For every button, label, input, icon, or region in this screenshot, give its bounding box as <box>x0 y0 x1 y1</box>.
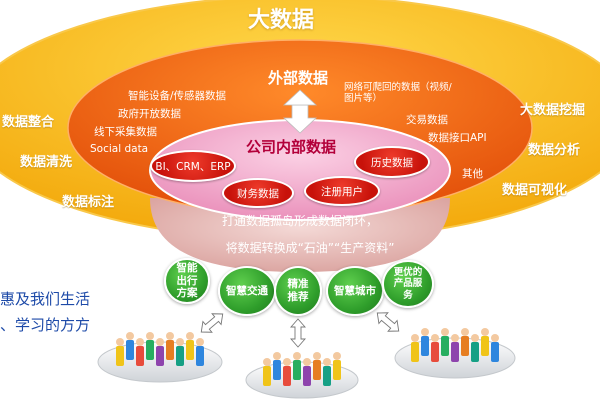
person-head <box>323 358 331 366</box>
history-data-pill: 历史数据 <box>354 146 430 178</box>
registered-users-pill: 注册用户 <box>304 176 380 206</box>
closed-loop-line2: 将数据转换成“石油”“生产资料” <box>225 241 395 255</box>
outer-left-item: 数据标注 <box>62 195 115 210</box>
external-right-item: 网络可爬回的数据（视频/图片等） <box>344 82 452 104</box>
person-head <box>156 338 164 346</box>
person-head <box>421 328 429 336</box>
person-body <box>461 336 469 356</box>
finance-data-pill: 财务数据 <box>222 178 294 208</box>
person-body <box>431 342 439 362</box>
person-body <box>196 346 204 366</box>
external-left-item: Social data <box>90 143 149 155</box>
person-body <box>491 342 499 362</box>
person-body <box>303 366 311 386</box>
person-body <box>333 360 341 380</box>
person-body <box>451 342 459 362</box>
person-body <box>146 340 154 360</box>
person-head <box>283 358 291 366</box>
people-group-right-icon <box>394 328 516 379</box>
outer-right-item: 数据可视化 <box>502 183 568 198</box>
person-head <box>471 334 479 342</box>
person-body <box>481 336 489 356</box>
person-body <box>126 340 134 360</box>
person-body <box>116 346 124 366</box>
person-body <box>273 360 281 380</box>
person-head <box>313 352 321 360</box>
person-head <box>263 358 271 366</box>
person-head <box>461 328 469 336</box>
person-body <box>323 366 331 386</box>
person-head <box>451 334 459 342</box>
people-group-left-icon <box>97 332 223 383</box>
funnel-shape <box>150 198 450 272</box>
person-head <box>441 328 449 336</box>
closed-loop-line1: 打通数据孤岛形成数据闭环， <box>221 214 378 228</box>
internal-data-title: 公司内部数据 <box>246 138 337 156</box>
people-group-center-icon <box>245 352 359 399</box>
external-data-title: 外部数据 <box>268 69 329 87</box>
external-right-item: 其他 <box>462 168 483 180</box>
person-body <box>166 340 174 360</box>
smart-travel-button: 智能出行方案 <box>164 258 210 304</box>
left-double-arrow-icon <box>200 313 224 333</box>
person-head <box>411 334 419 342</box>
outer-right-item: 大数据挖掘 <box>520 103 586 118</box>
person-head <box>166 332 174 340</box>
smart-traffic-button: 智慧交通 <box>218 266 276 316</box>
person-body <box>156 346 164 366</box>
person-head <box>186 332 194 340</box>
person-head <box>196 338 204 346</box>
big-data-title: 大数据 <box>248 8 315 33</box>
person-head <box>333 352 341 360</box>
person-body <box>136 346 144 366</box>
person-body <box>471 342 479 362</box>
external-left-item: 线下采集数据 <box>94 126 157 138</box>
right-double-arrow-icon <box>376 312 400 332</box>
up-down-arrow-icon <box>282 89 318 134</box>
outer-right-item: 数据分析 <box>528 143 581 158</box>
external-right-item: 交易数据 <box>406 114 448 126</box>
person-head <box>146 332 154 340</box>
person-head <box>126 332 134 340</box>
person-head <box>481 328 489 336</box>
person-body <box>313 360 321 380</box>
person-head <box>303 358 311 366</box>
person-body <box>411 342 419 362</box>
side-text-line2: 、学习的方方 <box>0 316 91 334</box>
person-body <box>176 346 184 366</box>
precision-recommend-button: 精准推荐 <box>274 266 322 316</box>
smart-city-button: 智慧城市 <box>326 266 384 316</box>
outer-left-item: 数据清洗 <box>20 155 73 170</box>
person-body <box>293 360 301 380</box>
person-head <box>431 334 439 342</box>
better-product-service-button: 更优的产品服务 <box>382 260 434 308</box>
person-head <box>116 338 124 346</box>
person-head <box>273 352 281 360</box>
outer-left-item: 数据整合 <box>2 115 55 130</box>
center-double-arrow-icon <box>290 318 306 348</box>
person-body <box>283 366 291 386</box>
external-right-item: 数据接口API <box>428 132 487 144</box>
person-body <box>441 336 449 356</box>
person-body <box>263 366 271 386</box>
person-body <box>186 340 194 360</box>
person-head <box>136 338 144 346</box>
person-body <box>421 336 429 356</box>
bi-crm-erp-pill: BI、CRM、ERP <box>150 150 236 182</box>
external-left-item: 智能设备/传感器数据 <box>128 90 227 102</box>
person-head <box>293 352 301 360</box>
person-head <box>176 338 184 346</box>
side-text-line1: 惠及我们生活 <box>0 290 91 308</box>
person-head <box>491 334 499 342</box>
external-left-item: 政府开放数据 <box>118 108 181 120</box>
